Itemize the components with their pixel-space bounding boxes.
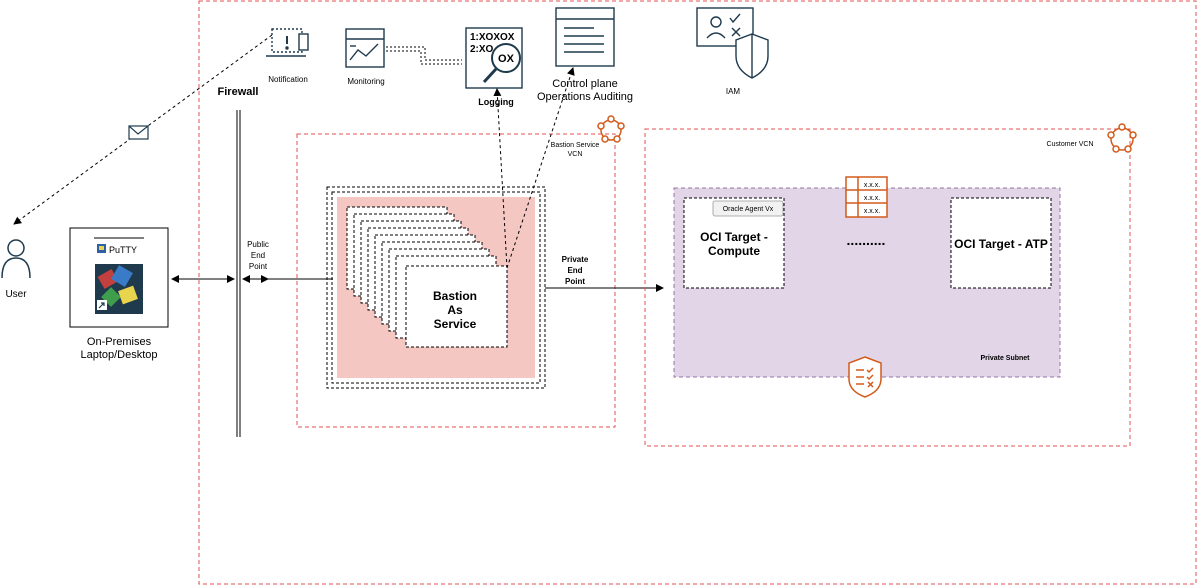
on-prem-label-2: Laptop/Desktop [80, 349, 157, 361]
control-plane-label-1: Control plane [552, 78, 617, 90]
iam-label: IAM [726, 87, 741, 96]
public-endpoint-label-3: Point [249, 262, 268, 271]
public-endpoint-label-1: Public [247, 240, 269, 249]
logging-icon: 1:XOXOX 2:XO OX [465, 27, 523, 89]
target-compute-label-2: Compute [708, 244, 760, 258]
private-endpoint-label-1: Private [562, 255, 589, 264]
log-line-1: 1:XOXOX [470, 32, 515, 43]
log-line-2: 2:XO [470, 44, 494, 55]
monitoring-logging-connector [386, 46, 462, 61]
control-plane-label-2: Operations Auditing [537, 91, 633, 103]
bastion-vcn-label-2: VCN [568, 151, 583, 158]
oci-target-atp [950, 197, 1052, 289]
oracle-agent-badge [712, 200, 784, 217]
table-icon: x.x.x. x.x.x. x.x.x. [845, 176, 888, 218]
bastion-outer-box [326, 186, 546, 389]
security-list-icon [848, 356, 882, 398]
customer-vcn-boundary [644, 128, 1131, 447]
on-prem-label-1: On-Premises [87, 336, 152, 348]
user-label: User [5, 289, 27, 300]
mail-icon [128, 125, 149, 140]
target-compute-label-1: OCI Target - [700, 230, 768, 244]
bastion-label-1: Bastion [433, 289, 477, 303]
customer-vcn-label: Customer VCN [1046, 141, 1093, 148]
bastion-audit-connector [506, 67, 575, 269]
bastion-vcn-label-1: Bastion Service [551, 142, 600, 149]
targets-ellipsis: .......... [847, 232, 886, 248]
notification-user-connector [13, 34, 273, 225]
log-ox: OX [498, 53, 515, 65]
firewall-label: Firewall [218, 86, 259, 98]
putty-icon [97, 244, 106, 253]
bastion-session-stack [346, 206, 508, 348]
logging-label: Logging [478, 97, 514, 107]
vcn-icon [597, 115, 625, 143]
public-endpoint-label-2: End [251, 251, 265, 260]
iam-icon [696, 7, 769, 79]
oracle-agent-label: Oracle Agent Vx [723, 206, 774, 213]
private-subnet-label: Private Subnet [980, 355, 1030, 362]
monitoring-label: Monitoring [347, 77, 384, 86]
putty-app-icon [95, 264, 143, 314]
user-icon [1, 239, 31, 279]
target-atp-label: OCI Target - ATP [954, 237, 1048, 251]
bastion-label-2: As [447, 303, 463, 317]
bastion-vcn-boundary [296, 133, 616, 428]
audit-log-icon [555, 7, 615, 67]
private-endpoint-label-3: Point [565, 277, 585, 286]
monitoring-icon [345, 28, 385, 68]
bastion-label-3: Service [434, 317, 477, 331]
notification-label: Notification [268, 75, 308, 84]
region-boundary [198, 0, 1197, 585]
putty-label: PuTTY [109, 245, 137, 255]
table-cell-3: x.x.x. [864, 208, 880, 215]
vcn-icon [1107, 123, 1137, 153]
notification-icon [266, 28, 309, 57]
private-endpoint-label-2: End [567, 266, 582, 275]
table-cell-1: x.x.x. [864, 182, 880, 189]
table-cell-2: x.x.x. [864, 195, 880, 202]
